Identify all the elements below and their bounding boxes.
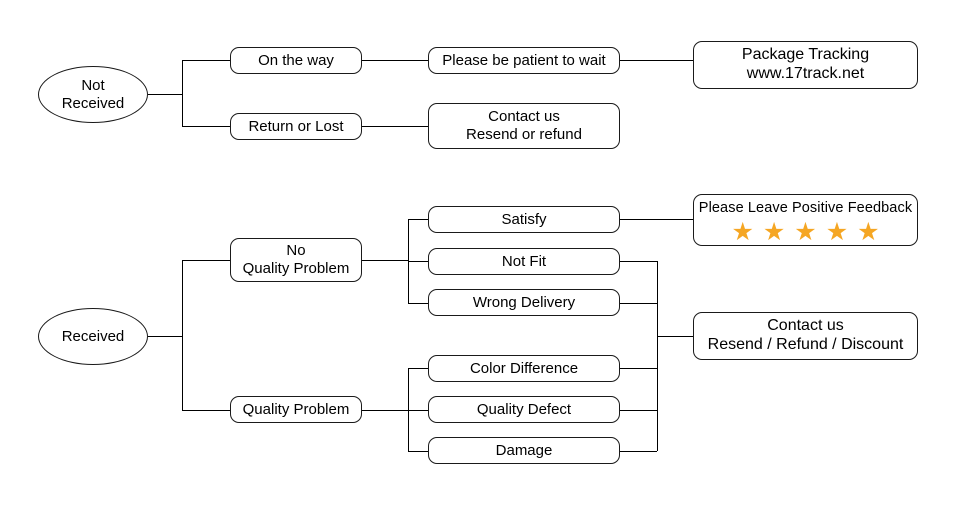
node-damage-label: Damage — [495, 441, 553, 459]
node-not-fit-label: Not Fit — [501, 252, 547, 270]
connector-received-stem — [148, 336, 182, 337]
node-received[interactable]: Received — [38, 308, 148, 365]
connector-to-return-or-lost — [182, 126, 230, 127]
connector-return-lost-to-contact — [362, 126, 428, 127]
connector-satisfy-to-feedback — [620, 219, 693, 220]
connector-wrong-delivery-merge — [620, 303, 657, 304]
node-return-or-lost[interactable]: Return or Lost — [230, 113, 362, 140]
connector-not-fit-merge — [620, 261, 657, 262]
node-return-or-lost-label: Return or Lost — [248, 117, 344, 135]
connector-to-quality-defect — [408, 410, 428, 411]
node-contact-resend-refund-line2: Resend or refund — [466, 126, 582, 143]
connector-qp-stem — [362, 410, 408, 411]
node-on-the-way-label: On the way — [258, 51, 334, 69]
node-quality-problem-label: Quality Problem — [242, 400, 350, 418]
connector-merge-bus — [657, 261, 658, 451]
node-please-be-patient-label: Please be patient to wait — [442, 51, 606, 69]
star-icon[interactable]: ★ — [794, 218, 817, 247]
node-quality-defect[interactable]: Quality Defect — [428, 396, 620, 423]
node-wrong-delivery-label: Wrong Delivery — [472, 293, 576, 311]
connector-wait-to-package-tracking — [620, 60, 693, 61]
node-received-label: Received — [61, 327, 125, 345]
node-package-tracking-line1: Package Tracking — [741, 46, 870, 64]
node-color-difference-label: Color Difference — [469, 359, 579, 377]
connector-color-difference-merge — [620, 368, 657, 369]
star-icon[interactable]: ★ — [857, 218, 880, 247]
connector-to-damage — [408, 451, 428, 452]
node-positive-feedback[interactable]: Please Leave Positive Feedback ★ ★ ★ ★ ★ — [693, 194, 918, 246]
connector-merge-to-contact — [657, 336, 693, 337]
connector-to-no-quality-problem — [182, 260, 230, 261]
connector-to-quality-problem — [182, 410, 230, 411]
connector-to-color-difference — [408, 368, 428, 369]
node-wrong-delivery[interactable]: Wrong Delivery — [428, 289, 620, 316]
node-color-difference[interactable]: Color Difference — [428, 355, 620, 382]
star-icon[interactable]: ★ — [731, 218, 754, 247]
connector-quality-defect-merge — [620, 410, 657, 411]
node-no-quality-problem[interactable]: No Quality Problem — [230, 238, 362, 282]
node-contact-discount-line2: Resend / Refund / Discount — [707, 336, 904, 353]
connector-to-satisfy — [408, 219, 428, 220]
connector-to-wrong-delivery — [408, 303, 428, 304]
star-icon[interactable]: ★ — [825, 218, 849, 247]
node-package-tracking-line2: www.17track.net — [746, 65, 865, 82]
node-not-fit[interactable]: Not Fit — [428, 248, 620, 275]
node-not-received[interactable]: Not Received — [38, 66, 148, 123]
node-contact-discount-line1: Contact us — [767, 317, 844, 335]
node-contact-resend-refund-discount[interactable]: Contact us Resend / Refund / Discount — [693, 312, 918, 360]
node-no-quality-problem-line1: No — [286, 242, 306, 260]
node-quality-defect-label: Quality Defect — [476, 400, 572, 418]
node-on-the-way[interactable]: On the way — [230, 47, 362, 74]
connector-to-not-fit — [408, 261, 428, 262]
node-contact-resend-refund[interactable]: Contact us Resend or refund — [428, 103, 620, 149]
node-satisfy[interactable]: Satisfy — [428, 206, 620, 233]
star-icon[interactable]: ★ — [762, 218, 786, 247]
connector-on-the-way-to-wait — [362, 60, 428, 61]
star-rating[interactable]: ★ ★ ★ ★ ★ — [731, 220, 879, 245]
node-quality-problem[interactable]: Quality Problem — [230, 396, 362, 423]
node-damage[interactable]: Damage — [428, 437, 620, 464]
connector-to-on-the-way — [182, 60, 230, 61]
node-please-be-patient[interactable]: Please be patient to wait — [428, 47, 620, 74]
node-not-received-line1: Not — [81, 76, 105, 94]
node-package-tracking[interactable]: Package Tracking www.17track.net — [693, 41, 918, 89]
node-no-quality-problem-line2: Quality Problem — [242, 260, 350, 277]
connector-nqp-stem — [362, 260, 408, 261]
connector-damage-merge — [620, 451, 657, 452]
node-not-received-line2: Received — [61, 94, 125, 112]
connector-not-received-stem — [148, 94, 182, 95]
node-contact-resend-refund-line1: Contact us — [488, 108, 560, 126]
node-satisfy-label: Satisfy — [501, 210, 547, 228]
feedback-caption: Please Leave Positive Feedback — [698, 200, 913, 216]
connector-received-bus — [182, 260, 183, 410]
connector-not-received-bus — [182, 60, 183, 126]
